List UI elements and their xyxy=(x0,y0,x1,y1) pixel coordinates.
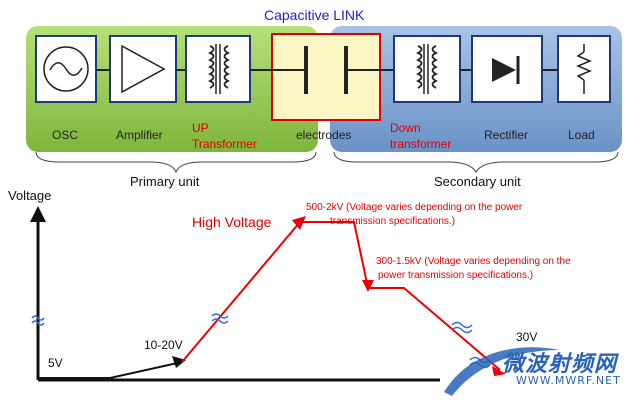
y-axis-arrowhead xyxy=(30,206,46,222)
label-300-1-5kv-line1: 300-1.5kV (Voltage varies depending on t… xyxy=(376,256,571,267)
voltage-trace-high xyxy=(181,221,501,371)
secondary-unit-label: Secondary unit xyxy=(434,174,521,189)
capacitive-link-box xyxy=(262,33,392,121)
label-5v: 5V xyxy=(48,356,63,370)
primary-unit-label: Primary unit xyxy=(130,174,200,189)
y-axis-label: Voltage xyxy=(8,188,52,203)
label-300-1-5kv-line2: power transmission specifications.) xyxy=(378,270,534,281)
watermark-url: WWW.MWRF.NET xyxy=(516,374,621,387)
rectifier-label: Rectifier xyxy=(484,128,529,142)
down-transformer-block xyxy=(393,35,461,103)
watermark-logo xyxy=(444,347,560,396)
label-500-2kv-line1: 500-2kV (Voltage varies depending on the… xyxy=(306,202,523,213)
voltage-trace-low xyxy=(38,361,183,379)
label-30v: 30V xyxy=(516,330,538,344)
arrow-end xyxy=(492,366,506,376)
amplifier-block xyxy=(109,35,177,103)
electrodes-label: electrodes xyxy=(296,128,352,142)
primary-brace xyxy=(35,151,317,174)
osc-block xyxy=(35,35,97,103)
rectifier-block xyxy=(471,35,543,103)
arrow-down-step xyxy=(362,280,374,292)
osc-label: OSC xyxy=(52,128,79,142)
amplifier-label: Amplifier xyxy=(116,128,163,142)
up-transformer-block xyxy=(185,35,251,103)
arrow-high-voltage xyxy=(292,216,306,230)
label-10-20v: 10-20V xyxy=(144,338,183,352)
diagram-title: Capacitive LINK xyxy=(264,7,365,23)
load-label: Load xyxy=(568,128,595,142)
trace-break-icon-1 xyxy=(211,313,229,324)
axis-break-icon xyxy=(31,315,45,326)
up-transformer-label: UP Transformer xyxy=(192,121,257,151)
watermark-text: 微波射频网 xyxy=(502,352,618,377)
label-high-voltage: High Voltage xyxy=(192,214,272,230)
load-block xyxy=(557,35,611,103)
arrow-10-20v xyxy=(172,356,186,368)
down-transformer-label: Down transformer xyxy=(390,121,452,151)
label-500-2kv-line2: transmission specifications.) xyxy=(330,216,456,227)
trace-break-icon-2 xyxy=(451,321,473,334)
secondary-brace xyxy=(333,151,619,173)
